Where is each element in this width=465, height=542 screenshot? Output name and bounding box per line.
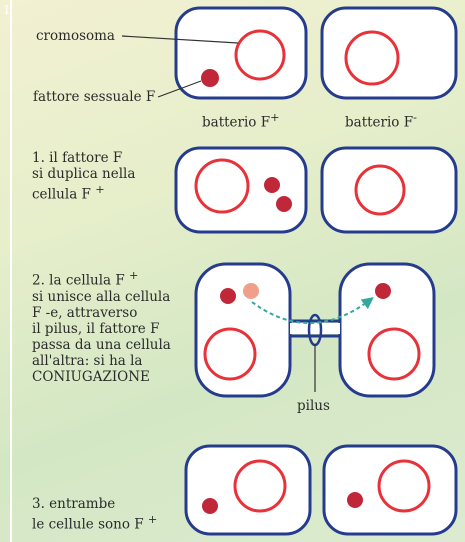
batterio-f-plus-label: batterio F+ bbox=[202, 110, 280, 131]
step-2-line-5: passa da una cellula bbox=[32, 337, 171, 353]
cell-f-minus bbox=[322, 148, 456, 232]
step-3-sup: + bbox=[148, 513, 157, 526]
batterio-f-plus-text: batterio F bbox=[202, 115, 270, 131]
step-1-line-3: cellula F + bbox=[32, 182, 135, 203]
f-factor bbox=[202, 498, 218, 514]
pilus-channel bbox=[290, 323, 340, 334]
batterio-f-minus-sup: - bbox=[413, 111, 417, 124]
cell-f-plus bbox=[324, 446, 456, 534]
batterio-f-minus-label: batterio F- bbox=[345, 110, 417, 131]
f-factor bbox=[201, 69, 219, 87]
step-1-sup: + bbox=[95, 183, 104, 196]
f-factor bbox=[264, 177, 280, 193]
step-2-line-4: il pilus, il fattore F bbox=[32, 321, 171, 337]
step-2-sup: + bbox=[129, 269, 138, 282]
f-factor-received bbox=[375, 283, 391, 299]
pilus-label: pilus bbox=[297, 398, 330, 414]
f-factor bbox=[347, 492, 363, 508]
step-3-line-2-text: le cellule sono F bbox=[32, 517, 144, 533]
cromosoma-label: cromosoma bbox=[36, 28, 115, 44]
f-factor bbox=[220, 288, 236, 304]
batterio-f-plus-sup: + bbox=[270, 111, 279, 124]
step-2-line-1-text: 2. la cellula F bbox=[32, 273, 125, 289]
batterio-f-minus-text: batterio F bbox=[345, 115, 413, 131]
fattore-label: fattore sessuale F bbox=[33, 89, 155, 105]
step-1-line-1: 1. il fattore F bbox=[32, 150, 135, 166]
cell-f-plus bbox=[176, 8, 306, 98]
cell-f-minus bbox=[322, 8, 456, 98]
step-1-text: 1. il fattore F si duplica nella cellula… bbox=[32, 150, 135, 203]
step-1-line-3-text: cellula F bbox=[32, 187, 91, 203]
step-2-line-2: si unisce alla cellula bbox=[32, 289, 171, 305]
f-factor-copy bbox=[276, 196, 292, 212]
step-2-text: 2. la cellula F + si unisce alla cellula… bbox=[32, 268, 171, 385]
step-3-line-1: 3. entrambe bbox=[32, 496, 157, 512]
step-3-text: 3. entrambe le cellule sono F + bbox=[32, 496, 157, 533]
step-2-line-3: F -e, attraverso bbox=[32, 305, 171, 321]
step-2-line-6: all'altra: si ha la bbox=[32, 353, 171, 369]
f-factor-transferring bbox=[243, 283, 259, 299]
step-2-line-1: 2. la cellula F + bbox=[32, 268, 171, 289]
step-1-line-2: si duplica nella bbox=[32, 166, 135, 182]
step-2-line-7: CONIUGAZIONE bbox=[32, 369, 171, 385]
step-3-line-2: le cellule sono F + bbox=[32, 512, 157, 533]
cell-f-plus bbox=[186, 446, 310, 534]
